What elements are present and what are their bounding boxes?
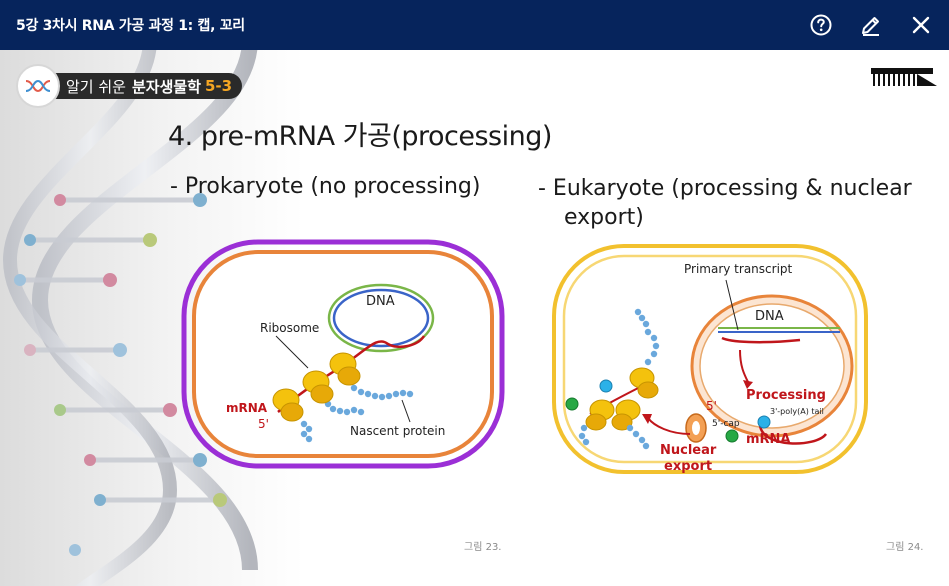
prokaryote-figure: DNA Ribosome mRNA 5' Nascent protein [181, 239, 505, 469]
mrna-label: mRNA [226, 401, 268, 415]
prokaryote-heading: - Prokaryote (no processing) [170, 174, 481, 199]
close-button[interactable] [907, 11, 935, 39]
export-label: export [664, 459, 712, 474]
ribosome-label: Ribosome [260, 321, 319, 335]
euk-five-prime-label: 5' [706, 399, 717, 413]
help-icon [810, 14, 832, 36]
eukaryote-heading: - Eukaryote (processing & nuclear export… [538, 174, 938, 232]
pencil-icon [862, 17, 879, 36]
euk-dna-label: DNA [755, 309, 784, 324]
figure-24-caption: 그림 24. [886, 542, 924, 553]
lecture-slide: 알기 쉬운 분자생물학 5-3 4. pre-mRNA 가공(processin… [0, 50, 949, 586]
nascent-protein-label: Nascent protein [350, 424, 445, 438]
dna-helix-decoration [2, 50, 258, 586]
polya-label: 3'-poly(A) tail [770, 407, 824, 416]
euk-protein-chains [578, 308, 660, 450]
processing-label: Processing [746, 388, 826, 403]
brand-mark-icon [871, 68, 937, 86]
dna-label: DNA [366, 294, 395, 309]
slide-heading: 4. pre-mRNA 가공(processing) [168, 121, 552, 152]
nascent-protein-chains [300, 384, 414, 443]
title-bar: 5강 3차시 RNA 가공 과정 1: 캡, 꼬리 [0, 0, 949, 50]
lecture-number: 5-3 [204, 77, 233, 95]
help-button[interactable] [807, 11, 835, 39]
eukaryote-heading-line1: - Eukaryote (processing & nuclear [538, 176, 912, 201]
eukaryote-figure: DNA Primary transcript 5' Processing 3'-… [552, 244, 868, 474]
window-title: 5강 3차시 RNA 가공 과정 1: 캡, 꼬리 [16, 18, 245, 34]
nuclear-label: Nuclear [660, 443, 717, 458]
series-badge: 알기 쉬운 분자생물학 5-3 [16, 64, 243, 108]
primary-transcript-label: Primary transcript [684, 262, 793, 276]
series-label-light: 알기 쉬운 [66, 77, 126, 96]
figure-23-caption: 그림 23. [464, 542, 502, 553]
dna-logo-icon [16, 64, 60, 108]
eukaryote-heading-line2: export) [564, 205, 644, 230]
close-icon [912, 16, 930, 34]
ribosomes [272, 352, 361, 422]
series-label-bold: 분자생물학 [131, 77, 201, 96]
edit-button[interactable] [857, 11, 885, 39]
cap-label: 5'-cap [712, 419, 740, 429]
five-prime-label: 5' [258, 417, 269, 431]
euk-mrna-label: mRNA [746, 432, 791, 447]
euk-ribosomes [585, 367, 659, 431]
